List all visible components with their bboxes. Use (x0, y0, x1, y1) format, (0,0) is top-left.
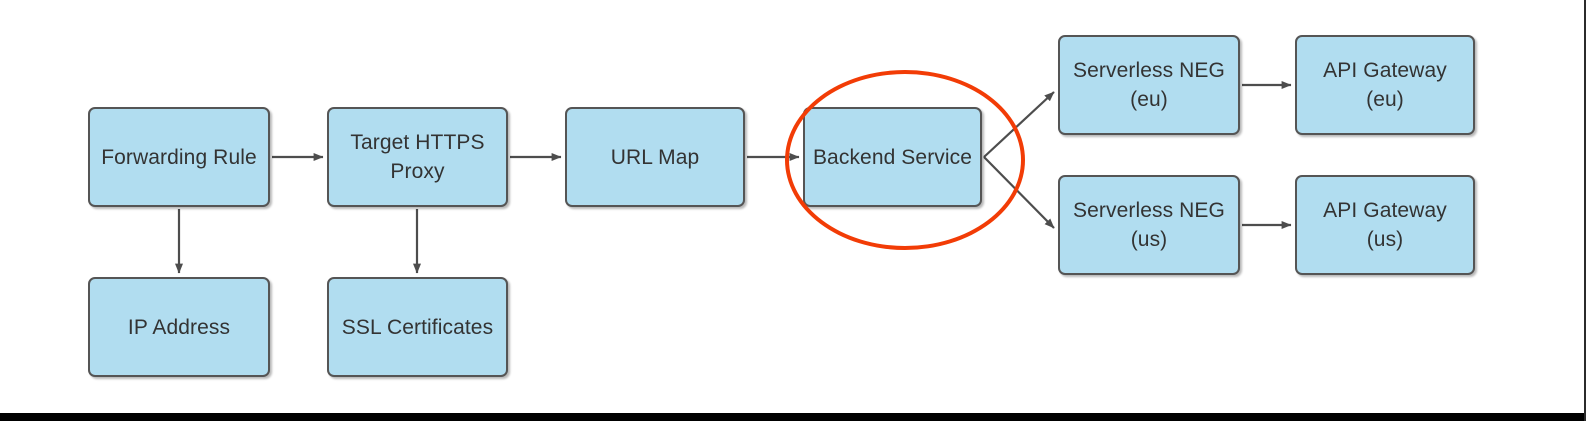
node-target-https-proxy[interactable]: Target HTTPS Proxy (327, 107, 508, 207)
node-forwarding-rule[interactable]: Forwarding Rule (88, 107, 270, 207)
node-ssl-certificates[interactable]: SSL Certificates (327, 277, 508, 377)
node-url-map[interactable]: URL Map (565, 107, 745, 207)
node-ip-address[interactable]: IP Address (88, 277, 270, 377)
bottom-bar (0, 413, 1584, 421)
node-serverless-neg-us[interactable]: Serverless NEG (us) (1058, 175, 1240, 275)
edge-backend-service-to-serverless-neg-us (983, 156, 1055, 229)
node-api-gateway-us[interactable]: API Gateway (us) (1295, 175, 1475, 275)
node-serverless-neg-eu[interactable]: Serverless NEG (eu) (1058, 35, 1240, 135)
node-backend-service[interactable]: Backend Service (803, 107, 982, 207)
edge-backend-service-to-serverless-neg-eu (983, 91, 1055, 158)
node-api-gateway-eu[interactable]: API Gateway (eu) (1295, 35, 1475, 135)
